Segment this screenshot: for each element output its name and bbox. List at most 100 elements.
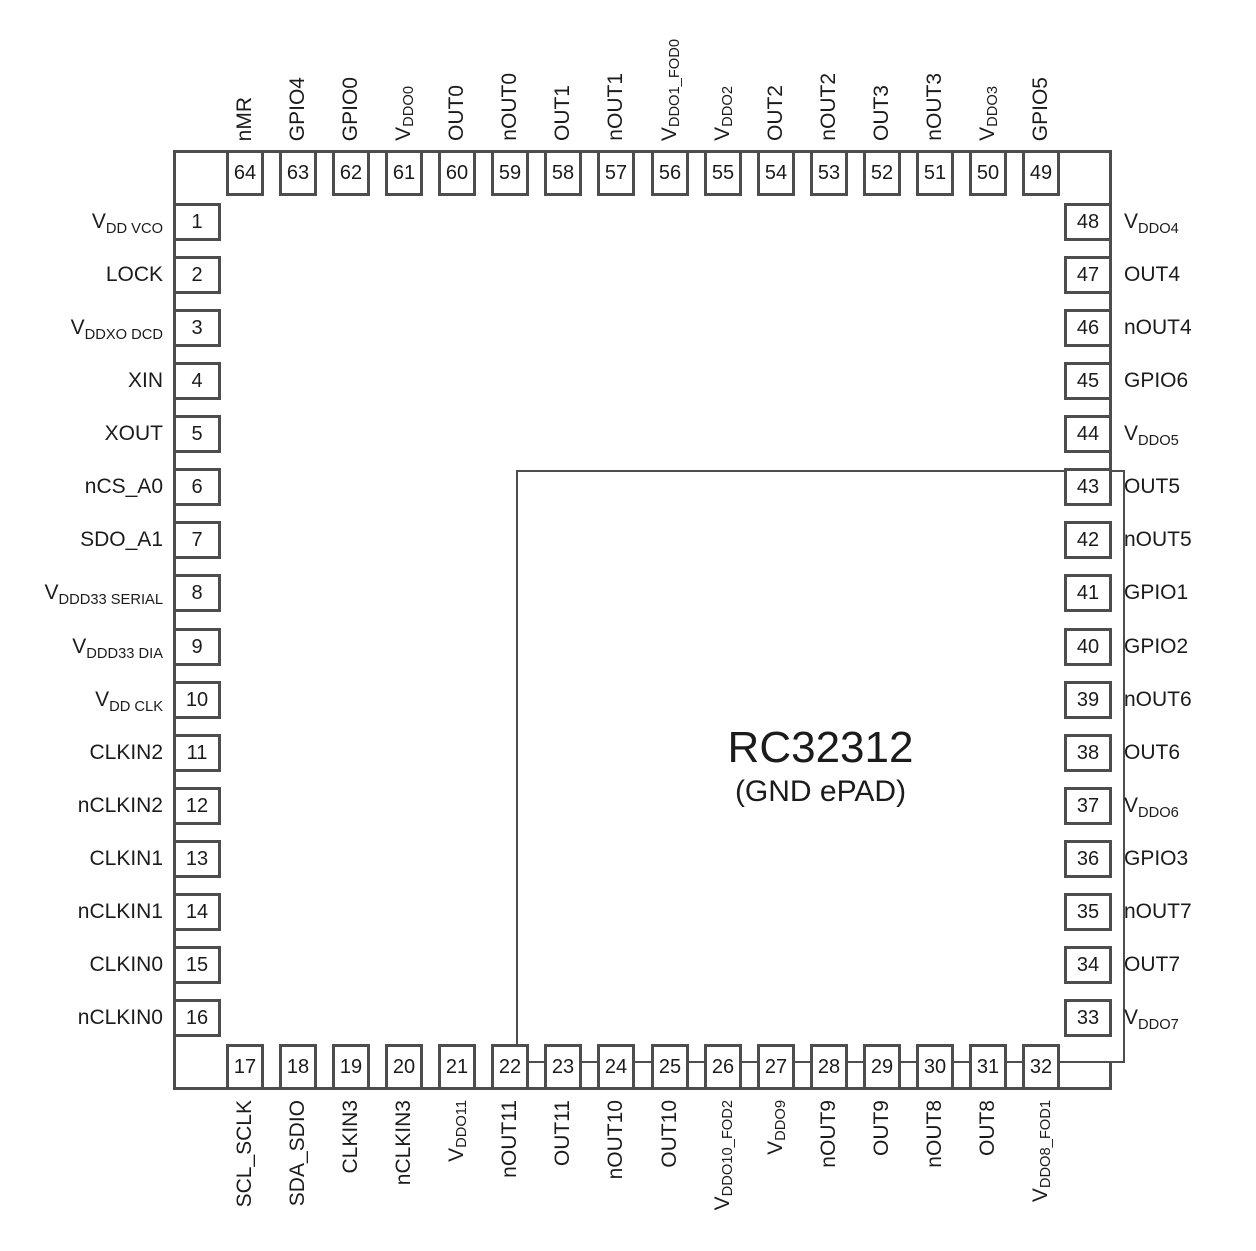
pin-10-box: 10: [173, 681, 221, 719]
pin-38-box: 38: [1064, 734, 1112, 772]
pin-40-box: 40: [1064, 628, 1112, 666]
pin-21-box: 21: [438, 1044, 476, 1090]
pin-37-box: 37: [1064, 787, 1112, 825]
pin-12-label: nCLKIN2: [77, 794, 163, 817]
pin-16-label: nCLKIN0: [77, 1006, 163, 1029]
pin-23-number: 23: [551, 1055, 575, 1078]
pin-50-number: 50: [976, 161, 1000, 184]
pin-56-label-text: VDDO1_FOD0: [657, 38, 683, 141]
pin-51-label: nOUT3: [921, 0, 949, 141]
pin-54-number: 54: [764, 161, 788, 184]
pin-10-label: VDD CLK: [95, 688, 163, 716]
pin-32-label: VDDO8_FOD1: [1027, 1100, 1055, 1250]
pin-63-number: 63: [286, 161, 310, 184]
pin-14-label: nCLKIN1: [77, 900, 163, 923]
pin-11-number: 11: [186, 741, 208, 764]
pin-32-label-text: VDDO8_FOD1: [1028, 1100, 1054, 1203]
pin-52-label: OUT3: [868, 0, 896, 141]
pin-27-label: VDDO9: [762, 1100, 790, 1250]
pin-21-number: 21: [445, 1055, 469, 1078]
pin-63-label: GPIO4: [284, 0, 312, 141]
pin-41-number: 41: [1076, 581, 1100, 604]
pin-51-label-text: nOUT3: [923, 73, 946, 141]
pin-57-label-text: nOUT1: [604, 73, 627, 141]
pin-49-label-text: GPIO5: [1029, 76, 1052, 141]
pin-5-box: 5: [173, 415, 221, 453]
pin-15-label: CLKIN0: [89, 953, 163, 976]
pin-15-box: 15: [173, 946, 221, 984]
pin-62-box: 62: [332, 150, 370, 196]
pin-60-number: 60: [445, 161, 469, 184]
chip-name: RC32312: [727, 723, 914, 773]
pin-40-number: 40: [1076, 635, 1100, 658]
pin-18-number: 18: [286, 1055, 310, 1078]
pin-64-label-text: nMR: [233, 96, 256, 141]
pin-32-number: 32: [1029, 1055, 1053, 1078]
pin-28-label: nOUT9: [815, 1100, 843, 1250]
pin-25-label-text: OUT10: [658, 1100, 681, 1168]
pin-64-box: 64: [226, 150, 264, 196]
pin-49-label: GPIO5: [1027, 0, 1055, 141]
pin-30-number: 30: [923, 1055, 947, 1078]
pin-11-box: 11: [173, 734, 221, 772]
pin-7-label: SDO_A1: [80, 528, 163, 551]
epad-note: (GND ePAD): [734, 774, 907, 808]
pin-12-box: 12: [173, 787, 221, 825]
pin-28-number: 28: [817, 1055, 841, 1078]
pin-53-label: nOUT2: [815, 0, 843, 141]
pin-34-label: OUT7: [1124, 953, 1181, 976]
pin-30-box: 30: [916, 1044, 954, 1090]
pin-9-number: 9: [191, 635, 203, 658]
pin-45-number: 45: [1076, 369, 1100, 392]
pin-4-box: 4: [173, 362, 221, 400]
pin-20-box: 20: [385, 1044, 423, 1090]
pin-42-box: 42: [1064, 521, 1112, 559]
pin-24-box: 24: [597, 1044, 635, 1090]
pin-33-label: VDDO7: [1124, 1006, 1179, 1034]
pin-24-label-text: nOUT10: [604, 1100, 627, 1180]
pin-31-label-text: OUT8: [976, 1100, 999, 1157]
pin-19-label-text: CLKIN3: [339, 1100, 362, 1174]
pin-14-number: 14: [185, 900, 209, 923]
pin-61-label-text: VDDO0: [391, 86, 417, 141]
pin-16-number: 16: [185, 1006, 209, 1029]
pin-31-box: 31: [969, 1044, 1007, 1090]
pin-36-box: 36: [1064, 840, 1112, 878]
pin-34-number: 34: [1076, 953, 1100, 976]
pin-51-box: 51: [916, 150, 954, 196]
pin-64-label: nMR: [231, 0, 259, 141]
pin-23-label-text: OUT11: [551, 1100, 574, 1167]
pin-28-box: 28: [810, 1044, 848, 1090]
pin-49-box: 49: [1022, 150, 1060, 196]
pin-55-number: 55: [711, 161, 735, 184]
pin-5-number: 5: [191, 422, 203, 445]
pin-60-label: OUT0: [443, 0, 471, 141]
pin-55-label: VDDO2: [709, 0, 737, 141]
pin-10-number: 10: [185, 688, 209, 711]
pin-63-box: 63: [279, 150, 317, 196]
pin-46-number: 46: [1076, 316, 1100, 339]
pin-51-number: 51: [923, 161, 947, 184]
pin-62-label-text: GPIO0: [339, 76, 362, 141]
pin-37-label: VDDO6: [1124, 794, 1179, 822]
pin-8-label: VDDD33 SERIAL: [44, 581, 164, 609]
pin-1-label: VDD VCO: [91, 210, 163, 238]
pin-63-label-text: GPIO4: [286, 76, 309, 141]
pin-50-label: VDDO3: [974, 0, 1002, 141]
pin-33-box: 33: [1064, 999, 1112, 1037]
pin-44-number: 44: [1076, 422, 1100, 445]
pin-17-number: 17: [233, 1055, 257, 1078]
pin-26-label-text: VDDO10_FOD2: [710, 1100, 736, 1211]
pin-7-number: 7: [191, 528, 203, 551]
pin-30-label: nOUT8: [921, 1100, 949, 1250]
pin-62-number: 62: [339, 161, 363, 184]
pin-59-label-text: nOUT0: [498, 73, 521, 141]
pin-42-number: 42: [1076, 528, 1100, 551]
pin-39-box: 39: [1064, 681, 1112, 719]
pin-17-label: SCL_SCLK: [231, 1100, 259, 1250]
pin-18-box: 18: [279, 1044, 317, 1090]
pin-58-number: 58: [551, 161, 575, 184]
pin-6-label: nCS_A0: [84, 475, 163, 498]
pin-31-label: OUT8: [974, 1100, 1002, 1250]
pin-22-number: 22: [498, 1055, 522, 1078]
